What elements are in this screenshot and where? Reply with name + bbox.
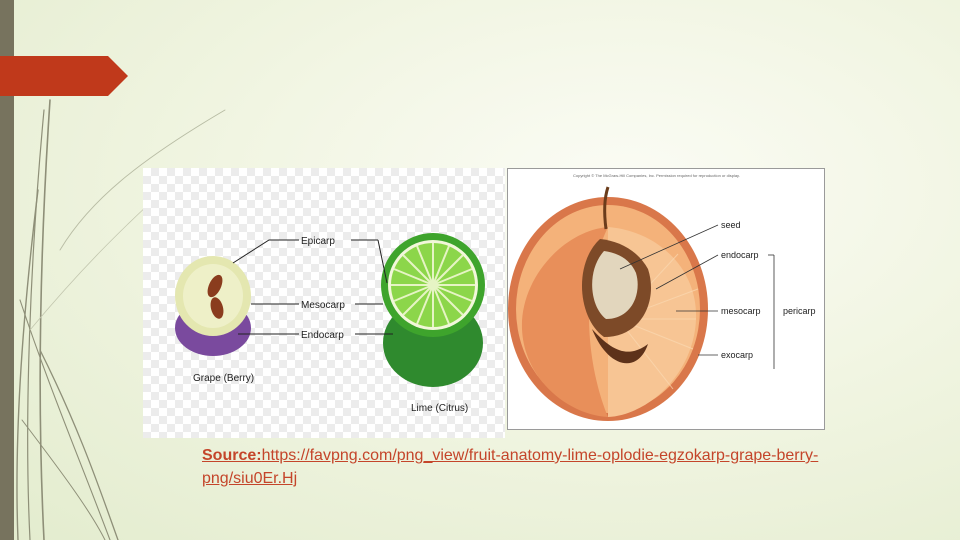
label-epicarp: Epicarp bbox=[301, 236, 335, 247]
grape-illustration bbox=[175, 256, 251, 356]
source-url-link[interactable]: https://favpng.com/png_view/fruit-anatom… bbox=[202, 447, 818, 487]
grape-caption: Grape (Berry) bbox=[193, 373, 254, 384]
peach-diagram: Copyright © The McGraw-Hill Companies, I… bbox=[507, 168, 825, 430]
source-citation: Source:https://favpng.com/png_view/fruit… bbox=[202, 444, 882, 490]
copyright-notice: Copyright © The McGraw-Hill Companies, I… bbox=[573, 173, 740, 178]
label-seed: seed bbox=[721, 220, 741, 230]
peach-illustration bbox=[508, 187, 708, 421]
lime-illustration bbox=[381, 233, 485, 387]
lime-caption: Lime (Citrus) bbox=[411, 403, 468, 414]
label-mesocarp: Mesocarp bbox=[301, 300, 345, 311]
label-endocarp-peach: endocarp bbox=[721, 250, 759, 260]
source-label: Source: bbox=[202, 447, 262, 464]
label-mesocarp-peach: mesocarp bbox=[721, 306, 761, 316]
label-pericarp: pericarp bbox=[783, 306, 816, 316]
grape-lime-diagram: Epicarp Mesocarp Endocarp Grape (Berry) … bbox=[143, 168, 505, 438]
label-exocarp-peach: exocarp bbox=[721, 350, 753, 360]
label-endocarp: Endocarp bbox=[301, 330, 344, 341]
